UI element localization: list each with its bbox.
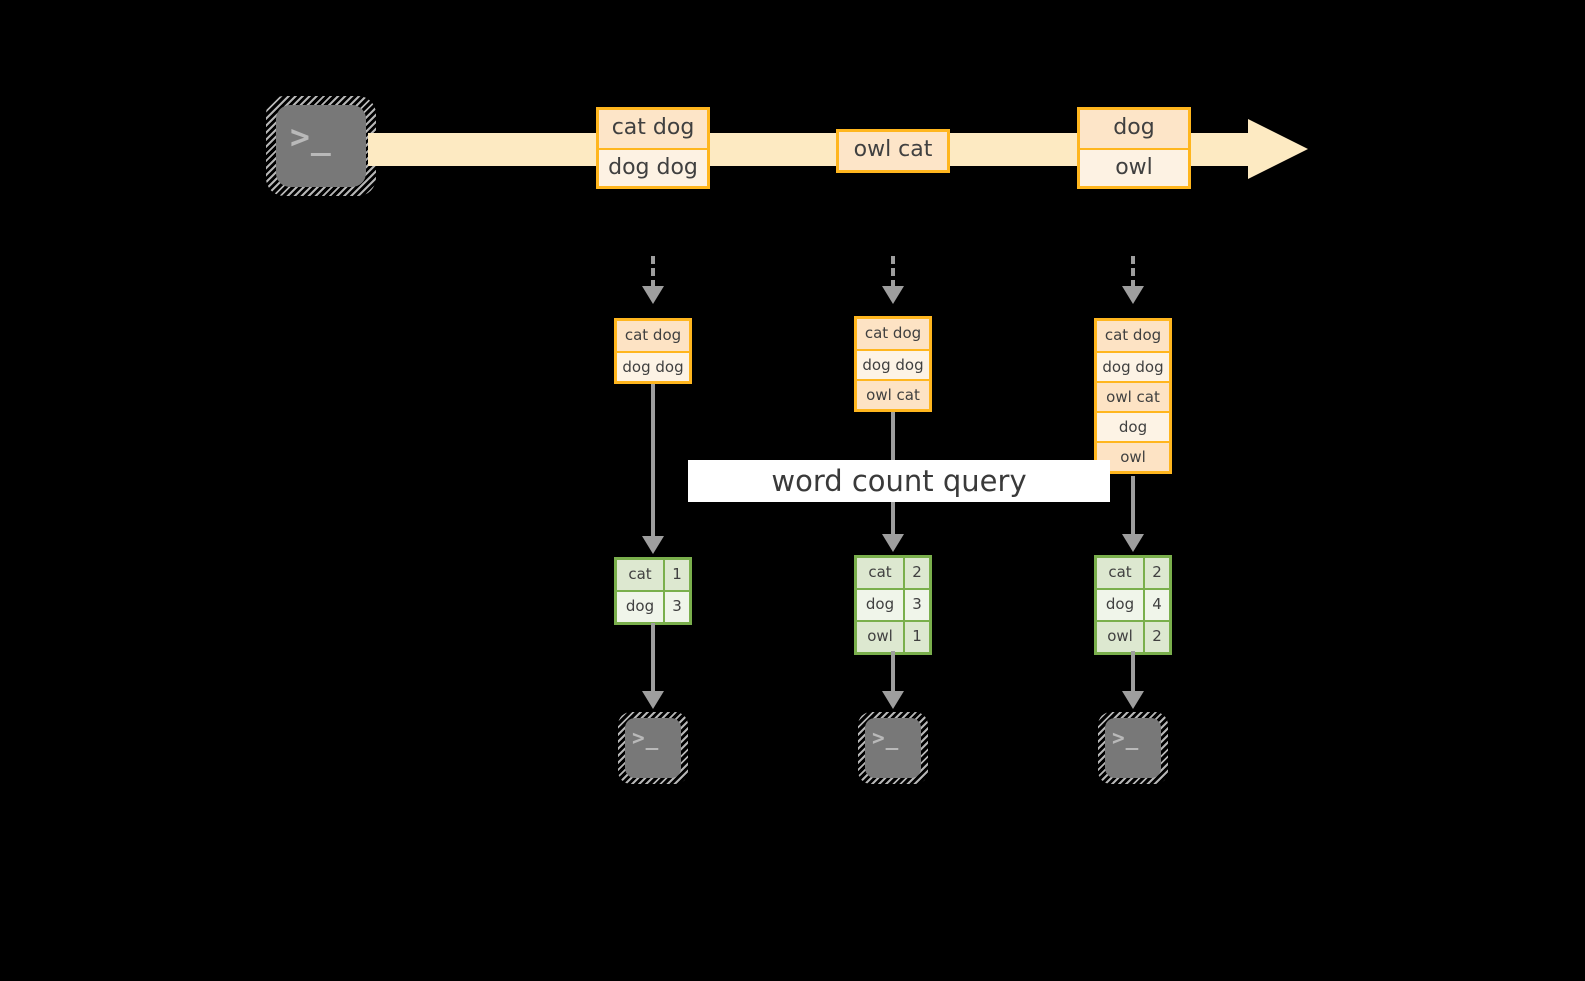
terminal-prompt-glyph: >_ [632, 726, 660, 750]
snapshot-2-sink-line [891, 651, 895, 693]
snapshot-1-sink-line [651, 623, 655, 693]
result-word: cat [1097, 558, 1143, 588]
terminal-screen [625, 718, 681, 778]
result-count: 3 [663, 592, 689, 622]
snapshot-2-accumulated-stack: cat dog dog dog owl cat [854, 316, 932, 412]
snapshot-2-trigger-arrowhead [882, 286, 904, 304]
terminal-prompt-glyph: >_ [1112, 726, 1140, 750]
snapshot-1-query-arrowhead [642, 536, 664, 554]
stack-line: owl cat [857, 379, 929, 409]
snapshot-1-trigger-line [651, 256, 655, 288]
query-label: word count query [771, 464, 1027, 498]
snapshot-2-query-arrowhead [882, 534, 904, 552]
stack-line: dog dog [857, 349, 929, 379]
result-word: dog [857, 590, 903, 620]
result-count: 2 [903, 558, 929, 588]
query-label-band [688, 460, 1110, 502]
event-line: dog dog [599, 148, 707, 186]
stack-line: cat dog [1097, 321, 1169, 351]
snapshot-2-trigger-line [891, 256, 895, 288]
terminal-screen [276, 105, 366, 187]
result-row: dog 3 [617, 590, 689, 622]
snapshot-1-query-line [651, 384, 655, 538]
stack-line: dog dog [617, 351, 689, 381]
stack-line: cat dog [617, 321, 689, 351]
terminal-screen [865, 718, 921, 778]
result-count: 2 [1143, 558, 1169, 588]
snapshot-2-result-table: cat 2 dog 3 owl 1 [854, 555, 932, 655]
result-count: 3 [903, 590, 929, 620]
snapshot-3-sink-terminal-icon: >_ [1098, 712, 1168, 784]
stream-event-group-3: dog owl [1077, 107, 1191, 189]
result-word: dog [1097, 590, 1143, 620]
snapshot-3-query-line [1131, 476, 1135, 536]
stream-event-group-2: owl cat [836, 129, 950, 173]
result-word: cat [857, 558, 903, 588]
result-row: dog 4 [1097, 588, 1169, 620]
result-row: cat 2 [857, 558, 929, 588]
event-line: dog [1080, 110, 1188, 148]
source-terminal-icon: >_ [266, 96, 376, 196]
snapshot-3-result-table: cat 2 dog 4 owl 2 [1094, 555, 1172, 655]
snapshot-1-sink-arrowhead [642, 691, 664, 709]
result-row: cat 2 [1097, 558, 1169, 588]
result-row: cat 1 [617, 560, 689, 590]
event-line: cat dog [599, 110, 707, 148]
snapshot-1-result-table: cat 1 dog 3 [614, 557, 692, 625]
stack-line: cat dog [857, 319, 929, 349]
result-word: cat [617, 560, 663, 590]
stack-line: owl cat [1097, 381, 1169, 411]
stream-arrow-head [1248, 119, 1308, 179]
snapshot-3-accumulated-stack: cat dog dog dog owl cat dog owl [1094, 318, 1172, 474]
result-row: dog 3 [857, 588, 929, 620]
snapshot-3-sink-arrowhead [1122, 691, 1144, 709]
stack-line: dog [1097, 411, 1169, 441]
event-line: owl [1080, 148, 1188, 186]
snapshot-3-trigger-arrowhead [1122, 286, 1144, 304]
stream-event-group-1: cat dog dog dog [596, 107, 710, 189]
snapshot-2-sink-arrowhead [882, 691, 904, 709]
result-row: owl 1 [857, 620, 929, 652]
result-word: owl [857, 622, 903, 652]
event-line: owl cat [839, 132, 947, 170]
snapshot-1-accumulated-stack: cat dog dog dog [614, 318, 692, 384]
result-count: 4 [1143, 590, 1169, 620]
result-word: owl [1097, 622, 1143, 652]
result-count: 2 [1143, 622, 1169, 652]
terminal-prompt-glyph: >_ [872, 726, 900, 750]
stack-line: dog dog [1097, 351, 1169, 381]
snapshot-3-sink-line [1131, 651, 1135, 693]
snapshot-3-trigger-line [1131, 256, 1135, 288]
snapshot-3-query-arrowhead [1122, 534, 1144, 552]
snapshot-1-sink-terminal-icon: >_ [618, 712, 688, 784]
result-word: dog [617, 592, 663, 622]
result-row: owl 2 [1097, 620, 1169, 652]
terminal-screen [1105, 718, 1161, 778]
snapshot-2-sink-terminal-icon: >_ [858, 712, 928, 784]
result-count: 1 [903, 622, 929, 652]
result-count: 1 [663, 560, 689, 590]
terminal-prompt-glyph: >_ [290, 117, 332, 156]
snapshot-1-trigger-arrowhead [642, 286, 664, 304]
